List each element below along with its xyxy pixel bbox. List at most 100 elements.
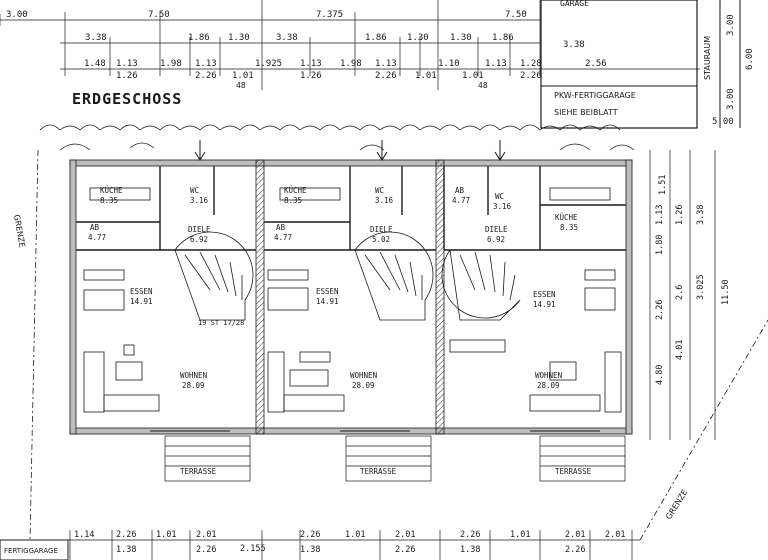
dim-r2-9: 3.38: [563, 40, 585, 50]
plan-title: ERDGESCHOSS: [72, 90, 182, 108]
dim-bottom-r2-1: 1.38: [116, 545, 136, 555]
room-ab-label: AB: [455, 186, 465, 195]
stauraum-label: STAURAUM: [703, 36, 712, 80]
room-ab-area: 4.77: [452, 196, 470, 205]
room-wc-label: WC: [375, 186, 384, 195]
room-ab-label: AB: [90, 223, 100, 232]
terraces: [164, 435, 626, 482]
dim-bottom-4: 2.01: [196, 530, 216, 540]
room-diele-label: DIELE: [370, 225, 393, 234]
dim-bottom-r2-2: 2.26: [196, 545, 216, 555]
terrasse-label: TERRASSE: [180, 467, 217, 476]
dim-bottom-r2-3: 1.38: [300, 545, 320, 555]
top-dimension-chains: [0, 0, 700, 90]
dim-r3-8: 1.13: [375, 59, 397, 69]
room-wohnen-label: WOHNEN: [535, 371, 562, 380]
right-top-dim-1: 3.00: [726, 14, 736, 36]
dim-bottom-5: 2.155: [240, 544, 266, 554]
garage-area: GARAGE PKW-FERTIGGARAGE SIEHE BEIBLATT S…: [540, 0, 755, 129]
grenze-label-left: GRENZE: [12, 214, 27, 248]
garage-top-label: GARAGE: [560, 0, 589, 8]
dim-r3-9: 1.10: [438, 59, 460, 69]
bottom-dimension-labels: 1.14 2.26 1.01 2.01 2.155 2.26 1.01 2.01…: [74, 530, 625, 555]
room-kueche-label: KÜCHE: [284, 186, 307, 195]
dim-right-9: 11.50: [721, 279, 731, 305]
dim-r2-8: 1.86: [492, 33, 514, 43]
dim-bottom-3: 1.01: [156, 530, 176, 540]
right-dimension-chain: [649, 150, 716, 440]
dim-r2-2: 1.86: [188, 33, 210, 43]
dim-top-2: 7.50: [148, 10, 170, 20]
room-essen-area: 14.91: [533, 300, 556, 309]
dim-right-2: 1.13: [655, 205, 665, 225]
unit-1: KÜCHE 8.35 WC 3.16 AB 4.77 DIELE 6.92 ES…: [88, 186, 217, 476]
room-kueche-area: 8.35: [560, 223, 578, 232]
dim-bottom-1: 1.14: [74, 530, 94, 540]
dim-r3b-2: 2.26: [195, 71, 217, 81]
room-kueche-area: 8.35: [284, 196, 302, 205]
dim-r3-11: 1.28: [520, 59, 542, 69]
room-wohnen-label: WOHNEN: [350, 371, 377, 380]
unit-2: KÜCHE 8.35 WC 3.16 AB 4.77 DIELE 5.02 ES…: [274, 186, 397, 476]
right-dimension-labels: 1.51 1.13 1.26 3.38 1.80 3.025 2.26 2.6 …: [655, 175, 731, 385]
room-ab-area: 4.77: [274, 233, 292, 242]
dim-bottom-7: 1.01: [345, 530, 365, 540]
dim-r2-4: 3.38: [276, 33, 298, 43]
dim-bottom-8: 2.01: [395, 530, 415, 540]
dim-top-4: 7.50: [505, 10, 527, 20]
dim-r3-7: 1.98: [340, 59, 362, 69]
room-diele-label: DIELE: [188, 225, 211, 234]
dim-r3b-1: 1.26: [116, 71, 138, 81]
dim-r3b-8: 2.26: [520, 71, 542, 81]
room-diele-label: DIELE: [485, 225, 508, 234]
room-essen-label: ESSEN: [130, 287, 153, 296]
dim-r3-5: 1.925: [255, 59, 282, 69]
dim-right-10: 4.01: [675, 340, 685, 360]
dim-r2-6: 1.30: [407, 33, 429, 43]
furniture: [83, 187, 622, 413]
dim-right-5: 1.80: [655, 235, 665, 255]
room-wc-area: 3.16: [375, 196, 394, 205]
dim-right-7: 2.26: [655, 300, 665, 320]
room-wc-area: 3.16: [190, 196, 209, 205]
room-wc-label: WC: [495, 192, 504, 201]
room-wc-area: 3.16: [493, 202, 512, 211]
room-kueche-area: 8.35: [100, 196, 118, 205]
dim-r3-4: 1.13: [195, 59, 217, 69]
terrasse-label: TERRASSE: [555, 467, 592, 476]
building-outline: [69, 159, 633, 435]
fertiggarage-box: FERTIGGARAGE: [0, 539, 69, 560]
dim-r3-3: 1.98: [160, 59, 182, 69]
dim-right-8: 2.6: [675, 285, 685, 300]
right-top-dim-4: 5.00: [712, 117, 734, 127]
dim-bottom-r2-4: 2.26: [395, 545, 415, 555]
garage-note-2: SIEHE BEIBLATT: [554, 108, 618, 117]
dim-r3-1: 1.48: [84, 59, 106, 69]
dim-bottom-r2-5: 1.38: [460, 545, 480, 555]
dim-top-1: 3.00: [6, 10, 28, 20]
dim-r3b-6: 1.01: [415, 71, 437, 81]
dim-r3b-7: 1.01: [462, 71, 484, 81]
top-dimension-labels: 3.00 7.50 7.375 7.50 3.38 1.86 1.30 3.38…: [6, 10, 607, 90]
room-ab-label: AB: [276, 223, 286, 232]
dim-r3-6: 1.13: [300, 59, 322, 69]
dim-r3b-4: 1.26: [300, 71, 322, 81]
room-kueche-label: KÜCHE: [100, 186, 123, 195]
room-wohnen-label: WOHNEN: [180, 371, 207, 380]
right-top-dim-3: 3.00: [726, 88, 736, 110]
room-diele-area: 5.02: [372, 235, 390, 244]
room-wohnen-area: 28.09: [182, 381, 205, 390]
grenze-label-right: GRENZE: [664, 488, 689, 521]
dim-r2-1: 3.38: [85, 33, 107, 43]
room-ab-area: 4.77: [88, 233, 106, 242]
dim-bottom-2: 2.26: [116, 530, 136, 540]
room-essen-label: ESSEN: [533, 290, 556, 299]
room-essen-area: 14.91: [316, 297, 339, 306]
dim-r3-2: 1.13: [116, 59, 138, 69]
room-kueche-label: KÜCHE: [555, 213, 578, 222]
dim-bottom-12: 2.01: [605, 530, 625, 540]
unit-3: KÜCHE 8.35 WC 3.16 AB 4.77 DIELE 6.92 ES…: [452, 186, 592, 476]
axis-mark-2: 48: [478, 81, 488, 90]
stairs: [174, 231, 521, 321]
